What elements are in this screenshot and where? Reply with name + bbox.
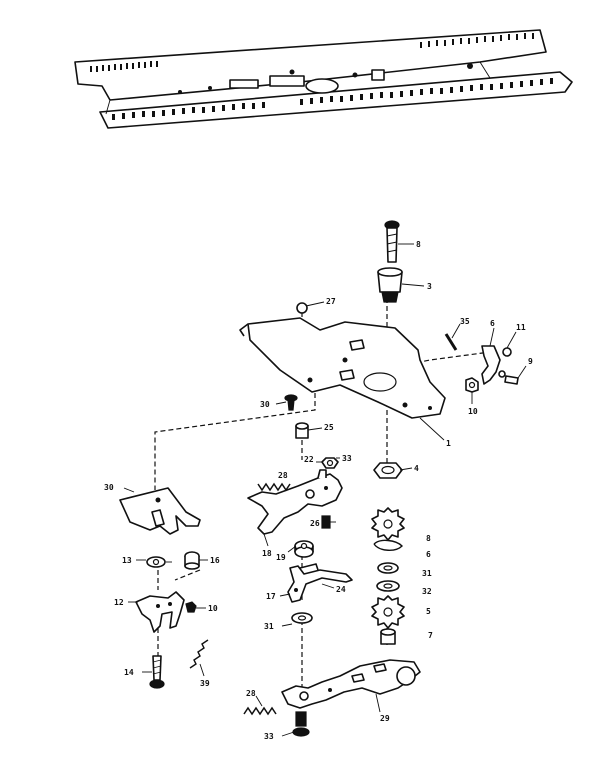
rack-teeth-lower [112, 78, 553, 120]
callout-7-bushing: 7 [428, 631, 433, 640]
callout-9-screw: 9 [528, 357, 533, 366]
callout-labels: 8 3 27 35 6 11 9 10 1 30 25 22 33 4 28 2… [104, 240, 533, 741]
callout-24-arm: 24 [336, 585, 346, 594]
callout-28-spring: 28 [278, 471, 288, 480]
callout-27-stud: 27 [326, 297, 336, 306]
callout-35-pin: 35 [460, 317, 470, 326]
left-nut [146, 556, 166, 568]
small-cap [321, 515, 331, 529]
callout-leaders [123, 243, 527, 737]
callout-5-starwheel: 5 [426, 607, 431, 616]
callout-17-bracket: 17 [266, 592, 276, 601]
left-cap [184, 551, 200, 570]
shaft-screw [384, 220, 400, 263]
callout-12-bracket: 12 [114, 598, 124, 607]
callout-28-spring-btm: 28 [246, 689, 256, 698]
callout-13-nut: 13 [122, 556, 132, 565]
center-bracket [287, 563, 353, 603]
callout-8-shaft: 8 [416, 240, 421, 249]
center-washer [291, 612, 313, 624]
bottom-screw [292, 711, 310, 737]
right-lever [481, 345, 519, 385]
bottom-lever [281, 659, 421, 709]
callout-8-starwheel: 8 [426, 534, 431, 543]
callout-26-cap: 26 [310, 519, 320, 528]
nut-small [465, 377, 479, 393]
spacer [295, 422, 309, 439]
hex-nut [373, 462, 403, 479]
callout-14-screw: 14 [124, 668, 134, 677]
center-lever [247, 469, 343, 535]
left-bracket [135, 591, 185, 633]
callout-6-lever: 6 [490, 319, 495, 328]
callout-3-bushing: 3 [427, 282, 432, 291]
stud [296, 302, 308, 314]
callout-4-hexnut: 4 [414, 464, 419, 473]
coil-spring-bottom [243, 706, 277, 716]
spring-pin [444, 333, 458, 351]
callout-31-washer: 31 [422, 569, 432, 578]
rack-assembly [74, 29, 573, 129]
left-screw [149, 655, 165, 689]
callout-32-washer: 32 [422, 587, 432, 596]
callout-33-nut: 33 [342, 454, 352, 463]
main-plate [239, 317, 446, 419]
washer-a [377, 562, 399, 574]
coil-spring-upper [257, 482, 291, 492]
callout-29-lever: 29 [380, 714, 390, 723]
callout-16-cap: 16 [210, 556, 220, 565]
center-nut [321, 457, 339, 469]
callout-22-nut: 22 [304, 455, 314, 464]
callout-10-nut: 10 [468, 407, 478, 416]
star-wheel-lower [371, 595, 405, 629]
callout-30-screw: 30 [260, 400, 270, 409]
callout-39-spring: 39 [200, 679, 210, 688]
callout-30-plate: 30 [104, 483, 114, 492]
washer-b [376, 580, 400, 592]
callout-18-lever: 18 [262, 549, 272, 558]
hex-bushing [380, 628, 396, 645]
callout-1-plate: 1 [446, 439, 451, 448]
callout-6-clip: 6 [426, 550, 431, 559]
callout-33-screw: 33 [264, 732, 274, 741]
bushing [377, 267, 403, 303]
callout-11-washer: 11 [516, 323, 526, 332]
left-nut-small [185, 601, 197, 613]
star-wheel-upper [371, 507, 405, 541]
callout-10-nut-left: 10 [208, 604, 218, 613]
left-plate [119, 487, 201, 535]
screw-small [284, 394, 298, 411]
coil-spring-left [189, 639, 209, 669]
callout-25-spacer: 25 [324, 423, 334, 432]
callout-19-nut: 19 [276, 553, 286, 562]
rack-teeth-upper [90, 33, 534, 72]
clip-spring [373, 539, 403, 551]
callout-31-washer-ctr: 31 [264, 622, 274, 631]
center-nut-lower [294, 540, 314, 558]
